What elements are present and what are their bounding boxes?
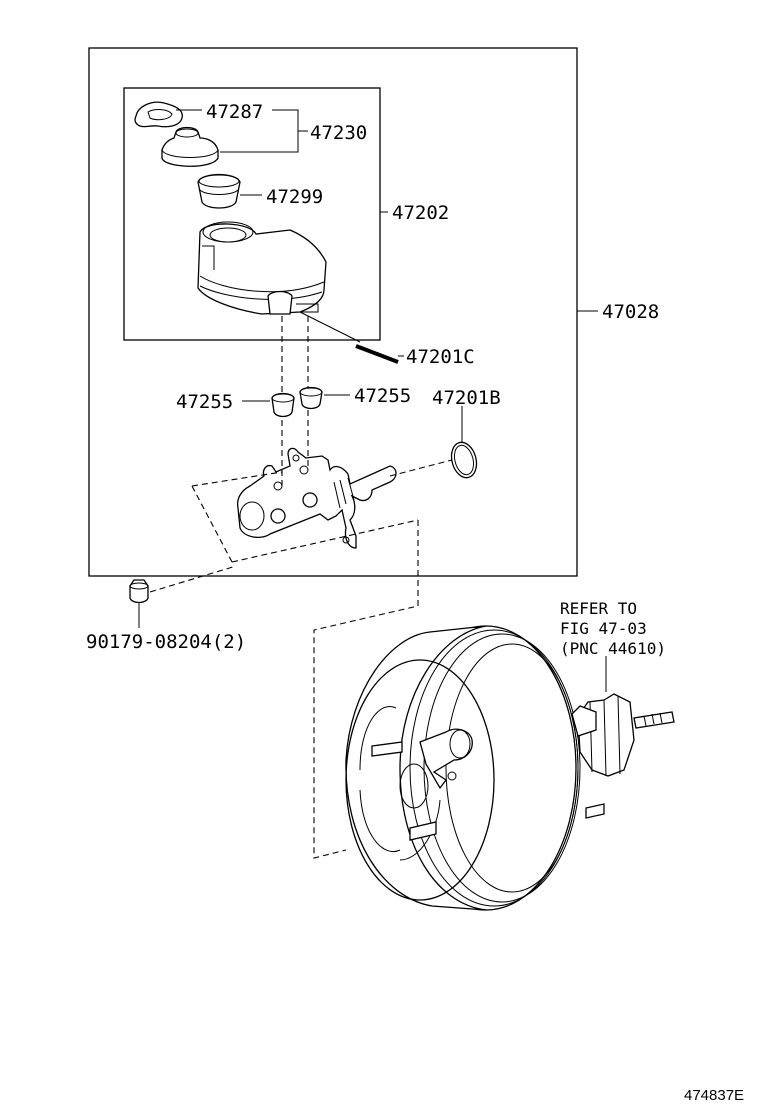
booster-rear-boot	[571, 693, 675, 819]
strainer-47299	[197, 173, 241, 209]
assembly-frame-47028	[88, 47, 578, 577]
master-cylinder	[236, 447, 397, 549]
reservoir-frame-47202	[123, 87, 381, 341]
grommet-47255-right	[299, 386, 323, 410]
gasket-47287	[134, 101, 183, 128]
label-47287: 47287	[206, 101, 263, 123]
reservoir-body	[197, 221, 327, 315]
grommet-47255-left	[271, 392, 295, 418]
refer-line-3: (PNC 44610)	[560, 639, 666, 658]
o-ring-47201b	[450, 441, 478, 479]
label-47299: 47299	[266, 186, 323, 208]
diagram-id: 474837E	[684, 1087, 744, 1104]
label-90179-08204: 90179-08204(2)	[86, 631, 246, 653]
label-47201c: 47201C	[406, 346, 475, 368]
refer-line-1: REFER TO	[560, 599, 637, 618]
brake-booster	[345, 625, 581, 911]
nut-90179-08204	[129, 579, 149, 604]
label-47028: 47028	[602, 301, 659, 323]
label-47230: 47230	[310, 122, 367, 144]
label-47255-left: 47255	[176, 391, 233, 413]
refer-line-2: FIG 47-03	[560, 619, 647, 638]
label-47201b: 47201B	[432, 387, 501, 409]
level-sensor-47201c	[299, 311, 399, 364]
reservoir-cap-47230	[161, 126, 219, 167]
label-47255-right: 47255	[354, 385, 411, 407]
label-47202: 47202	[392, 202, 449, 224]
